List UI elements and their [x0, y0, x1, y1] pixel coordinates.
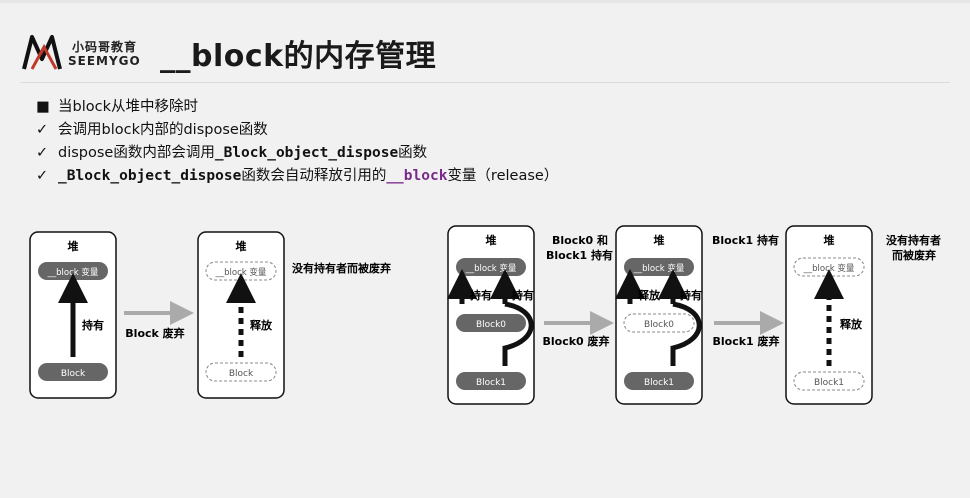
bullet-text: dispose函数内部会调用	[58, 145, 215, 161]
hold-curve	[502, 301, 534, 366]
release-label: 释放	[840, 317, 863, 331]
heap-box-4: 堆 __block 变量 释放 持有 Block0 Block1	[615, 225, 703, 405]
block1-label: Block1	[814, 378, 844, 388]
block-var-label: __block 变量	[215, 267, 267, 278]
page-title: __block的内存管理	[160, 39, 437, 74]
block0-pill-discarded	[623, 313, 695, 333]
bullet-text: 函数	[398, 145, 428, 161]
block-pill	[38, 363, 108, 381]
no-owner-label: 而被废弃	[892, 248, 936, 262]
block1-pill	[624, 372, 694, 390]
hold-label: 持有	[512, 288, 534, 302]
release-label: 释放	[250, 318, 273, 332]
code-text: _Block_object_dispose	[214, 145, 399, 161]
no-owner-label: 没有持有者	[886, 233, 941, 247]
block1-label: Block1	[644, 378, 674, 388]
bullet-item: ✓ 会调用block内部的dispose函数	[36, 119, 558, 142]
release-label: 释放	[638, 288, 661, 302]
hold-label: 持有	[82, 318, 104, 332]
block1-pill	[456, 372, 526, 390]
block-pill-discarded	[205, 362, 277, 382]
heap-box-1: 堆 __block 变量 持有 Block	[29, 231, 117, 399]
memory-diagram: 堆 __block 变量 持有 Block Block 废弃 堆 __block…	[29, 225, 941, 405]
no-owner-label: 没有持有者而被废弃	[292, 261, 391, 275]
block-label: Block	[229, 369, 254, 379]
both-hold-label: Block0 和	[552, 233, 608, 247]
transition-arrow-3: Block1 废弃	[712, 311, 784, 348]
bullet-list: ■ 当block从堆中移除时 ✓ 会调用block内部的dispose函数 ✓ dis…	[36, 96, 558, 188]
block-var-pill	[38, 262, 108, 280]
transition-arrow-2: Block0 废弃	[542, 311, 614, 348]
bullet-text: 变量（release）	[447, 168, 559, 184]
both-hold-label: Block1 持有	[546, 248, 613, 262]
block1-hold-label: Block1 持有	[712, 233, 779, 247]
logo-brand: SEEMYGO	[68, 54, 141, 68]
block-label: Block	[61, 369, 86, 379]
block1-pill-discarded	[793, 371, 865, 391]
block0-discard-label: Block0 废弃	[542, 334, 609, 348]
heap-box-3: 堆 __block 变量 持有 持有 Block0 Block1	[447, 225, 535, 405]
square-bullet-icon: ■	[36, 99, 50, 115]
block-var-label: __block 变量	[633, 263, 685, 274]
bullet-item: ✓ _Block_object_dispose函数会自动释放引用的__block变…	[36, 165, 558, 188]
bullet-text: 函数会自动释放引用的	[241, 168, 387, 184]
heap-label: 堆	[654, 233, 665, 247]
heap-box-5: 堆 __block 变量 释放 Block1	[785, 225, 873, 405]
check-icon: ✓	[36, 168, 49, 184]
check-icon: ✓	[36, 122, 49, 138]
accent-bar	[0, 0, 970, 3]
hold-curve	[670, 301, 702, 366]
block-var-label: __block 变量	[465, 263, 517, 274]
transition-arrow-1: Block 废弃	[124, 301, 194, 340]
block1-discard-label: Block1 废弃	[712, 334, 779, 348]
heap-box-2: 堆 __block 变量 释放 Block	[197, 231, 285, 399]
hold-label: 持有	[680, 288, 702, 302]
heap-label: 堆	[486, 233, 497, 247]
check-icon: ✓	[36, 145, 49, 161]
block0-pill	[456, 314, 526, 332]
code-text: _Block_object_dispose	[58, 168, 242, 184]
block-discard-label: Block 废弃	[125, 326, 184, 340]
hold-label: 持有	[470, 288, 492, 302]
code-keyword: __block	[386, 168, 448, 184]
m-logo-icon	[22, 35, 62, 70]
heap-label: 堆	[68, 239, 79, 253]
heap-label: 堆	[824, 233, 835, 247]
block-var-label: __block 变量	[47, 267, 99, 278]
logo-name: 小码哥教育	[72, 40, 138, 54]
bullet-text: 当block从堆中移除时	[58, 99, 198, 115]
heap-label: 堆	[236, 239, 247, 253]
bullet-item: ■ 当block从堆中移除时	[36, 96, 558, 119]
title-divider	[20, 82, 950, 83]
bullet-text: 会调用block内部的dispose函数	[58, 122, 268, 138]
block1-label: Block1	[476, 378, 506, 388]
bullet-item: ✓ dispose函数内部会调用_Block_object_dispose函数	[36, 142, 558, 165]
block-var-label: __block 变量	[803, 263, 855, 274]
block0-label: Block0	[644, 320, 674, 330]
block0-label: Block0	[476, 320, 506, 330]
